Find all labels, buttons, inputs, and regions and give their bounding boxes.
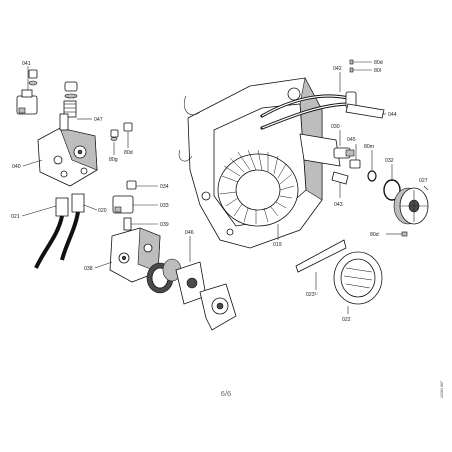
- label-019: 019: [273, 242, 282, 248]
- label-032: 032: [385, 158, 394, 164]
- solenoid-coil-041: [16, 66, 38, 115]
- label-042: 042: [333, 66, 342, 72]
- label-034: 034: [160, 184, 169, 190]
- label-027: 027: [419, 178, 428, 184]
- label-043: 043: [334, 202, 343, 208]
- fitting-80g: [110, 129, 119, 155]
- label-023: 023¹⁾: [306, 292, 318, 298]
- coupling-046: [146, 236, 237, 331]
- screw-80d-bottom: [386, 231, 408, 237]
- label-047: 047: [94, 117, 103, 123]
- fan-wheel-019: [217, 149, 299, 240]
- label-038: 038: [84, 266, 93, 272]
- nozzle-045: [349, 144, 361, 169]
- label-039: 039: [160, 222, 169, 228]
- oil-hose-021: [21, 197, 69, 269]
- ignition-cables-042: [260, 59, 372, 130]
- air-damper-022: [333, 251, 383, 314]
- label-80m: 80m: [364, 144, 374, 150]
- label-80g: 80g: [109, 157, 118, 163]
- fitting-80d: [123, 122, 133, 148]
- nozzle-assembly-030: [299, 130, 355, 198]
- label-040: 040: [12, 164, 21, 170]
- part-labels: 041 047 040 80g 80d 021 020 034 033 039 …: [11, 60, 428, 323]
- oil-hose-020: [60, 193, 98, 261]
- label-80d-top: 80d: [374, 60, 383, 66]
- filter-cartridge-047: [63, 81, 92, 120]
- label-041: 041: [22, 61, 31, 67]
- label-80d-pump: 80d: [124, 150, 133, 156]
- label-046: 046: [185, 230, 194, 236]
- valve-039: [123, 217, 158, 231]
- label-80d-bottom: 80d: [370, 232, 379, 238]
- bracket-044: [345, 103, 386, 119]
- label-044: 044: [388, 112, 397, 118]
- flame-head-027: [393, 185, 429, 225]
- label-033: 033: [160, 203, 169, 209]
- o-ring-80m: [367, 150, 377, 182]
- label-045: 045: [347, 137, 356, 143]
- gasket-032: [383, 164, 401, 201]
- label-020: 020: [98, 208, 107, 214]
- blade-023: [295, 239, 347, 290]
- pump-038: [94, 227, 161, 283]
- coil-033-034: [112, 180, 158, 214]
- label-80l: 80l: [374, 68, 381, 74]
- page-number: 6/6: [221, 389, 231, 398]
- label-021: 021: [11, 214, 20, 220]
- document-code: 12161 667: [440, 381, 444, 398]
- label-030: 030: [331, 124, 340, 130]
- oil-pump-040: [22, 113, 98, 187]
- label-022: 022: [342, 317, 351, 323]
